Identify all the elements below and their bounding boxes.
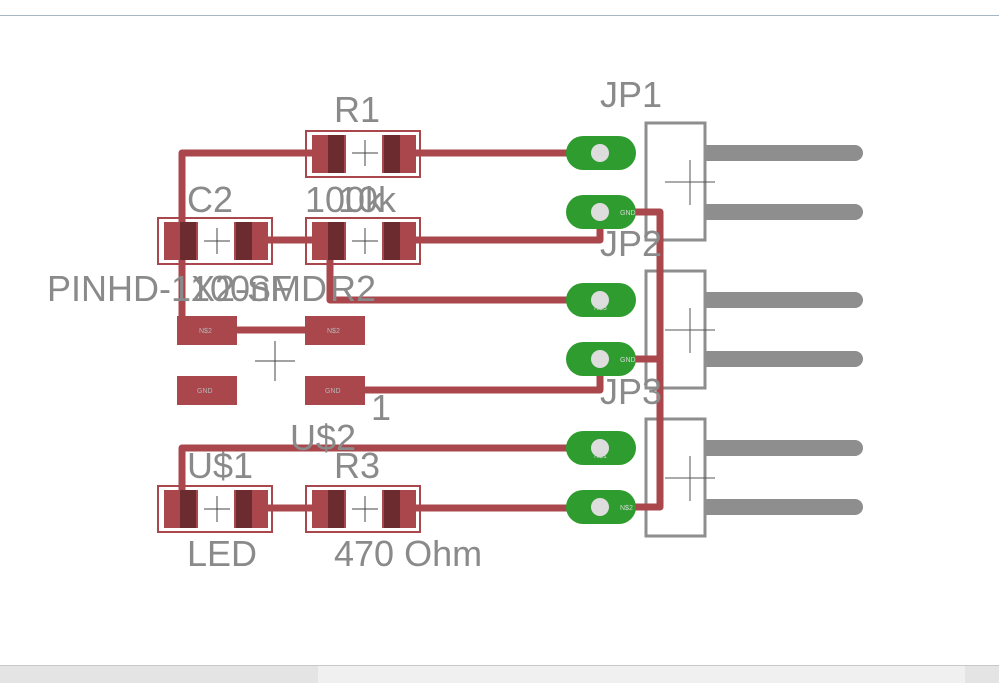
u2-name: U$2 — [290, 417, 356, 458]
scrollbar-end[interactable] — [965, 666, 999, 683]
jp1-pad-2[interactable]: GND — [566, 195, 636, 229]
r3-body-right — [384, 490, 400, 528]
r1-body — [346, 135, 382, 173]
silk-labels: R1 100k 10k C2 100nF PINHD-1X2-SMD R2 1 … — [47, 74, 662, 574]
r2-body-right — [384, 222, 400, 260]
u2-pad-top-left-signal: N$2 — [199, 328, 212, 335]
c2-value: PINHD-1X2-SMD — [47, 268, 327, 309]
r3-outline — [305, 485, 421, 533]
jp1-name: JP1 — [600, 74, 662, 115]
c2-body-left — [180, 222, 196, 260]
r3-component[interactable] — [305, 485, 421, 533]
r3-body-left — [328, 490, 344, 528]
r1-value-overlap: 100k — [305, 179, 384, 220]
trace-r1-left[interactable] — [178, 149, 334, 244]
r3-name: R3 — [334, 445, 380, 486]
jp2-pad-1-signal: N$3 — [594, 305, 607, 312]
u2-pad-bottom-left-signal: GND — [197, 388, 213, 395]
r3-value: 470 Ohm — [334, 533, 482, 574]
jp2-name: JP2 — [600, 223, 662, 264]
r1-body-right — [384, 135, 400, 173]
r1-value: 10k — [338, 179, 397, 220]
jp1-pad-1[interactable]: 5V — [566, 136, 636, 170]
u2-pin-number: 1 — [371, 387, 391, 428]
r2-body-left — [328, 222, 344, 260]
r1-name: R1 — [334, 89, 380, 130]
c2-body-right — [236, 222, 252, 260]
c2-value-overlap: 100nF — [190, 268, 292, 309]
u2-pad-bottom-right-signal: GND — [325, 388, 341, 395]
jp2-pad-2-signal: GND — [620, 357, 636, 364]
jp2-pad-1[interactable]: N$3 — [566, 283, 636, 317]
pcb-board-view[interactable]: N$2 N$2 GND GND 5V GND N$3 GND — [0, 15, 999, 665]
jp3-pad-2-signal: N$2 — [620, 505, 633, 512]
u1-outline — [157, 485, 273, 533]
thru-pads[interactable]: 5V GND N$3 GND N$1 N$2 — [566, 136, 636, 524]
c2-name: C2 — [187, 179, 233, 220]
u1-value: LED — [187, 533, 257, 574]
r2-component[interactable] — [305, 217, 421, 265]
c2-outline — [157, 217, 273, 265]
horizontal-scrollbar[interactable] — [0, 665, 999, 683]
header-origin-crosses — [665, 160, 715, 501]
u2-pad-top-right[interactable] — [305, 316, 365, 345]
trace-n1[interactable] — [178, 444, 604, 512]
jp3-pad-1[interactable]: N$1 — [566, 431, 636, 465]
r1-body-left — [328, 135, 344, 173]
u2-pad-top-right-signal: N$2 — [327, 328, 340, 335]
scrollbar-thumb[interactable] — [0, 666, 318, 683]
u1-component[interactable] — [157, 485, 273, 533]
r2-outline — [305, 217, 421, 265]
jp1-pad-1-signal: 5V — [596, 151, 605, 158]
r1-outline — [305, 130, 421, 178]
top-ruler — [0, 0, 999, 16]
jp2-pad-2[interactable]: GND — [566, 342, 636, 376]
u2-pad-bottom-left[interactable] — [177, 376, 237, 405]
header-pins — [697, 145, 863, 515]
u1-name: U$1 — [187, 445, 253, 486]
c2-component[interactable] — [157, 217, 273, 265]
jp3-pad-1-signal: N$1 — [594, 453, 607, 460]
r2-name: R2 — [330, 268, 376, 309]
jp1-pad-2-signal: GND — [620, 210, 636, 217]
u2-component[interactable]: N$2 N$2 GND GND — [177, 316, 365, 405]
u1-body-right — [236, 490, 252, 528]
trace-gnd-u2[interactable] — [331, 355, 604, 394]
u2-pad-top-left[interactable] — [177, 316, 237, 345]
jp3-pad-2[interactable]: N$2 — [566, 490, 636, 524]
u1-body-left — [180, 490, 196, 528]
u2-pad-bottom-right[interactable] — [305, 376, 365, 405]
jp3-name: JP3 — [600, 371, 662, 412]
r1-component[interactable] — [305, 130, 421, 178]
